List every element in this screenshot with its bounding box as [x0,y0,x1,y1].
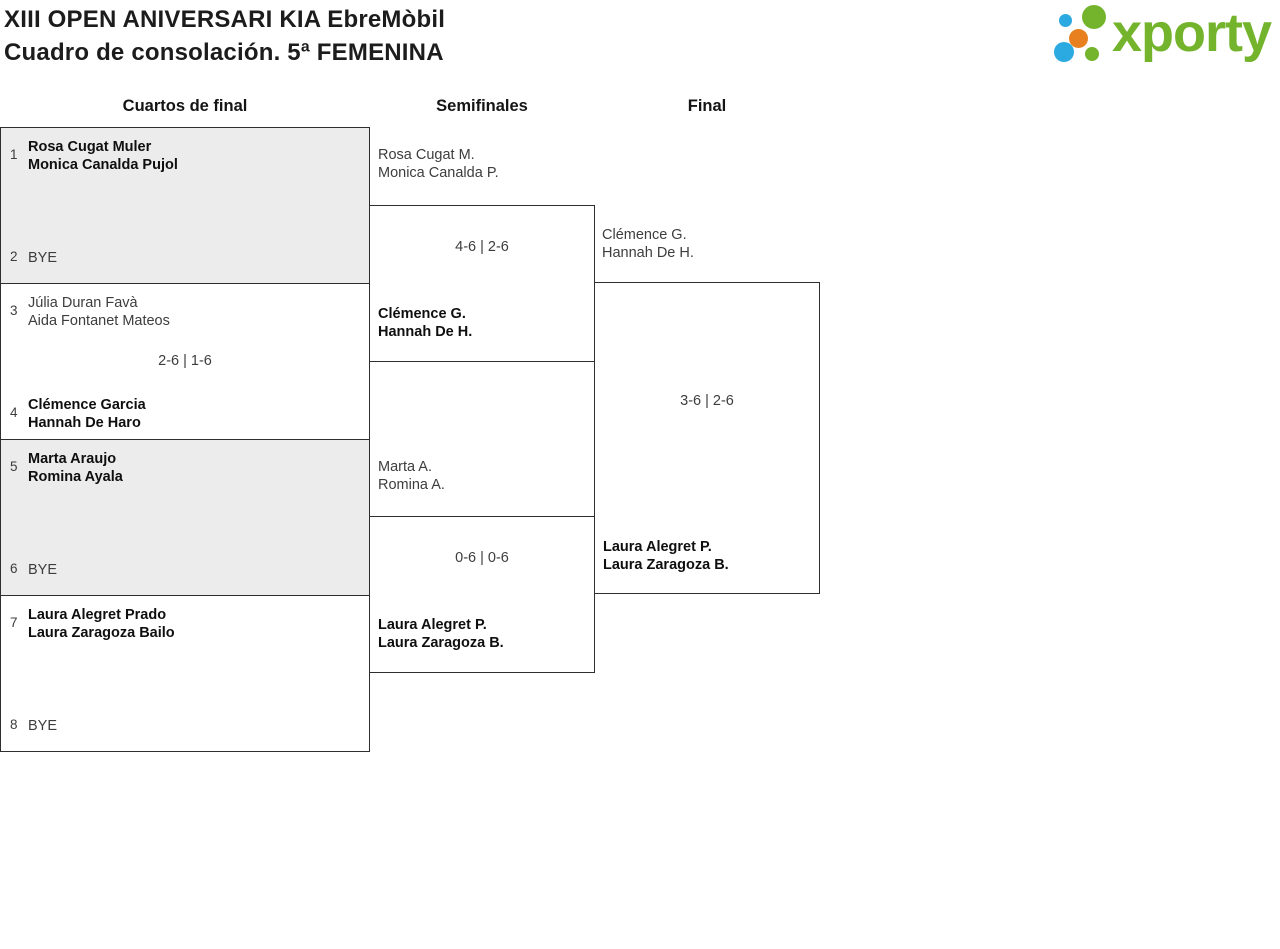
player-name: Monica Canalda Pujol [28,157,178,173]
match-semifinal-2: 0-6 | 0-6 Laura Alegret P. Laura Zaragoz… [369,516,595,673]
team-entry: Laura Alegret P. Laura Zaragoza B. [378,616,504,652]
team-entry: Rosa Cugat M. Monica Canalda P. [378,146,499,182]
logo-dot-green-big-icon [1082,5,1106,29]
player-name: Rosa Cugat M. [378,147,475,163]
round-header-final: Final [687,97,727,115]
player-name: Marta A. [378,459,432,475]
team-entry: Júlia Duran Favà Aida Fontanet Mateos [28,294,170,330]
player-name: Laura Alegret P. [603,539,712,555]
seed-number: 3 [10,303,18,318]
player-name: Laura Zaragoza B. [603,557,729,573]
player-name: Clémence G. [378,306,466,322]
match-semifinal-1: 4-6 | 2-6 Clémence G. Hannah De H. [369,205,595,362]
bye-entry: BYE [28,718,58,734]
player-name: Júlia Duran Favà [28,295,138,311]
seed-number: 1 [10,147,18,162]
xporty-logo[interactable]: xporty [1050,0,1278,72]
player-name: Aida Fontanet Mateos [28,313,170,329]
page-title: XIII OPEN ANIVERSARI KIA EbreMòbil Cuadr… [4,3,445,69]
player-name: Laura Zaragoza Bailo [28,625,175,641]
match-quarterfinal-1: 1 Rosa Cugat Muler Monica Canalda Pujol … [0,127,370,284]
player-name: Rosa Cugat Muler [28,139,152,155]
team-entry: Rosa Cugat Muler Monica Canalda Pujol [28,138,178,174]
seed-number: 5 [10,459,18,474]
bye-entry: BYE [28,562,58,578]
player-name: Clémence Garcia [28,397,146,413]
player-name: Monica Canalda P. [378,165,499,181]
match-quarterfinal-4: 7 Laura Alegret Prado Laura Zaragoza Bai… [0,595,370,752]
team-entry: Marta A. Romina A. [378,458,445,494]
logo-dot-orange-icon [1069,29,1088,48]
player-name: Laura Alegret P. [378,617,487,633]
round-header-semifinales: Semifinales [436,97,528,115]
player-name: Laura Zaragoza B. [378,635,504,651]
round-header-cuartos: Cuartos de final [122,97,248,115]
player-name: Clémence G. [602,227,687,243]
seed-number: 6 [10,561,18,576]
logo-dot-blue-small-icon [1059,14,1072,27]
tournament-title: XIII OPEN ANIVERSARI KIA EbreMòbil [4,6,446,33]
team-entry: Clémence G. Hannah De H. [378,305,472,341]
team-entry: Clémence Garcia Hannah De Haro [28,396,146,432]
seed-number: 8 [10,717,18,732]
bracket-subtitle: Cuadro de consolación. 5ª FEMENINA [4,39,444,66]
match-quarterfinal-2: 3 Júlia Duran Favà Aida Fontanet Mateos … [0,283,370,440]
logo-dot-blue-big-icon [1054,42,1074,62]
seed-number: 4 [10,405,18,420]
team-entry: Clémence G. Hannah De H. [602,226,694,262]
match-score: 2-6 | 1-6 [158,353,212,369]
player-name: Hannah De H. [378,324,473,340]
match-score: 0-6 | 0-6 [455,550,509,566]
player-name: Laura Alegret Prado [28,607,167,623]
bye-entry: BYE [28,250,58,266]
player-name: Hannah De Haro [28,415,141,431]
team-entry: Laura Alegret Prado Laura Zaragoza Bailo [28,606,175,642]
team-entry: Marta Araujo Romina Ayala [28,450,123,486]
match-final: 3-6 | 2-6 Laura Alegret P. Laura Zaragoz… [594,282,820,594]
team-entry: Laura Alegret P. Laura Zaragoza B. [603,538,729,574]
player-name: Hannah De H. [602,245,694,261]
match-score: 3-6 | 2-6 [680,393,734,409]
match-score: 4-6 | 2-6 [455,239,509,255]
logo-dot-green-small-icon [1085,47,1099,61]
match-quarterfinal-3: 5 Marta Araujo Romina Ayala 6 BYE [0,439,370,596]
player-name: Marta Araujo [28,451,117,467]
seed-number: 2 [10,249,18,264]
player-name: Romina Ayala [28,469,123,485]
seed-number: 7 [10,615,18,630]
player-name: Romina A. [378,477,445,493]
xporty-logo-text: xporty [1112,3,1272,63]
